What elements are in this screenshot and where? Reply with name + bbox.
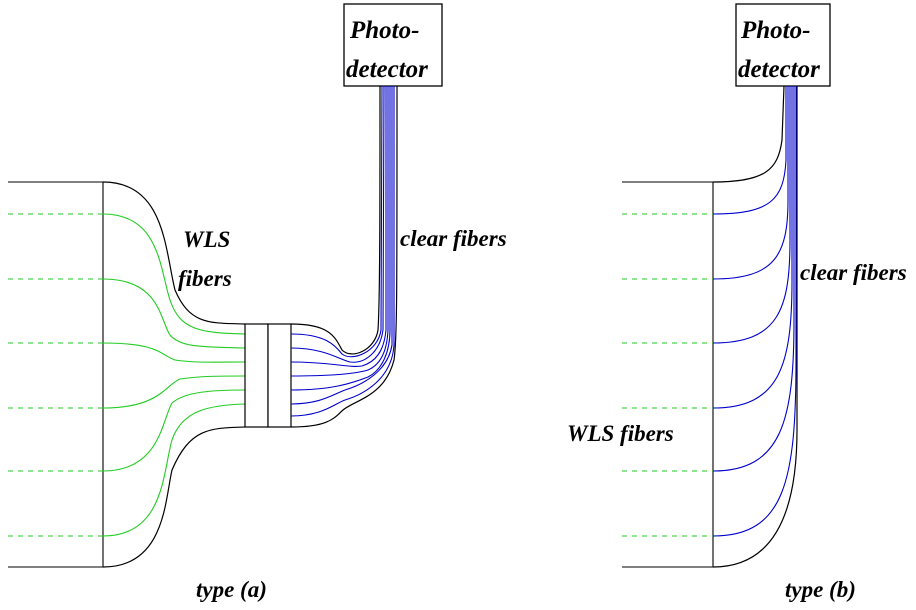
bundle-outline-upper-b (712, 85, 785, 183)
fiber-connector-left (244, 323, 269, 428)
clear-fibers-b (712, 86, 797, 537)
wls-fibers-label-line1-a: WLS (183, 227, 230, 252)
photodetector-label-line2-b: detector (738, 56, 820, 83)
scintillator-outline-b (622, 181, 714, 568)
photodetector-label-line1-b: Photo- (740, 17, 810, 44)
clear-fibers-a (290, 85, 395, 417)
photodetector-label-line1-a: Photo- (349, 17, 419, 44)
wls-fibers-label-line2-a: fibers (178, 266, 232, 291)
panel-b: Photo- detector clear fibers WLS fibers (567, 3, 907, 602)
wls-grooves-a (8, 213, 103, 537)
clear-fibers-label-a: clear fibers (400, 226, 507, 251)
scintillator-outline-a (8, 181, 104, 568)
wls-grooves-b (622, 213, 713, 537)
clear-bundle-inner-outline (290, 85, 381, 355)
photodetector-box-a (343, 3, 443, 87)
wls-fibers-a (102, 213, 246, 537)
photodetector-box-b (735, 3, 831, 87)
caption-type-a: type (a) (196, 577, 267, 602)
fiber-connector-right (267, 323, 292, 428)
clear-bundle-outer-outline (290, 85, 398, 428)
wls-bundle-upper-outline (102, 181, 246, 325)
photodetector-label-line2-a: detector (346, 56, 428, 83)
wls-fibers-label-b: WLS fibers (567, 421, 674, 446)
bundle-outline-lower-b (712, 86, 798, 568)
caption-type-b: type (b) (785, 577, 856, 602)
clear-fibers-label-b: clear fibers (800, 260, 907, 285)
panel-a: Photo- detector (8, 3, 507, 602)
wls-bundle-lower-outline (102, 426, 246, 568)
